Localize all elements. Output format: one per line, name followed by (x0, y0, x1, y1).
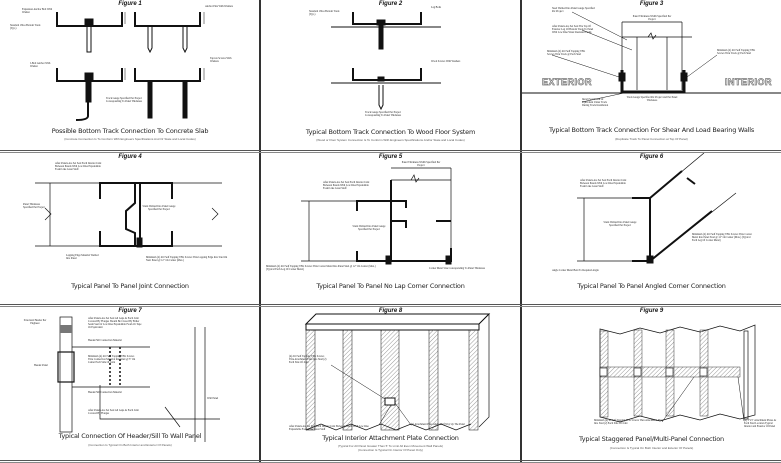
figure-caption: Possible Bottom Track Connection To Conc… (51, 127, 209, 135)
figure-label: Figure 6 (639, 154, 664, 160)
figure-label: Figure 5 (378, 154, 403, 160)
drawing-label: Minimum (2) #10 Self Tapping TEK Screws … (547, 50, 586, 56)
drawing-label: Panel Thickness Width Specified Per Proj… (632, 15, 672, 21)
drawing-label: (4) #10 Self Tapping TEK Screws Thru Att… (289, 355, 327, 364)
drawing-label: After Panels Are Set Seal All Gaps At Ea… (88, 409, 139, 415)
drawing-label: Header Panel (34, 364, 48, 367)
drawing-label: Track Gauge Specified Per Project Corres… (105, 97, 143, 103)
drawing-label: Studs Welded Into Panel Gauge Specified … (352, 225, 386, 231)
row-divider (0, 150, 781, 153)
drawing-label: Anchor Pins With Washers (205, 5, 233, 8)
drawing-label: Lag Bolts (431, 6, 442, 9)
figure-subcaption-line-2: (Connection Is Typical On Interior Of Pa… (358, 448, 423, 452)
figure-9-drawing (599, 324, 756, 423)
drawing-label: Minimum (4) #10 Self Tapping TEK Screws … (88, 355, 136, 364)
figure-subcaption: (Connection Is Typical On Both Interior … (609, 446, 694, 450)
figure-subcaption: (Duplicate Track To Panel Connection at … (615, 137, 688, 141)
drawing-label: Studs Welded Into Panel Gauge Specified … (142, 205, 176, 211)
drawing-label: Track Gauge Specified Per Project and Pe… (626, 96, 678, 102)
drawing-label: (2) 3"x5" Attachment Plates At Each Stud… (744, 419, 777, 428)
exterior-label: EXTERIOR (542, 77, 593, 88)
drawing-label: Panel Thickness Width Specified Per Proj… (401, 161, 441, 167)
drawing-label: Minimum (2) #10 Self Tapping TEK Screws … (146, 256, 228, 262)
figure-6-panel: Figure 6 After Panels Are Set Seal Each … (522, 153, 781, 303)
figure-1-drawing (56, 12, 205, 121)
drawing-label: Minimum (2) #10 Self Tapping TEK Screws … (692, 233, 752, 242)
figure-label: Figure 7 (118, 308, 142, 314)
figure-label: Figure 2 (378, 1, 403, 7)
row-divider (0, 304, 781, 307)
figure-7-panel: Figure 7 Structural Header Per Engineer … (0, 307, 260, 463)
drawing-label: Tapcon Screws With Washers (210, 57, 232, 63)
drawing-label: Studs Welded Into Panel Gauge Specified … (603, 221, 637, 227)
figure-label: Figure 1 (118, 1, 142, 7)
drawing-label: Steel Welded Into Panel Gauge Specified … (552, 7, 595, 13)
figure-9-panel: Figure 9 Minimum (4) #8 Self Tapping TEK… (522, 307, 781, 463)
drawing-label: Structural Header Per Engineer (23, 319, 47, 325)
drawing-label: Minimum (2) #10 Self Tapping TEK Screws … (266, 265, 376, 271)
drawing-label: Header/Sill Connection Material (88, 339, 122, 342)
drawing-label: Corner Metal Size Corresponding To Panel… (429, 267, 485, 270)
drawing-label: After Panels Are Set Seal Each Interior … (289, 425, 369, 431)
figure-label: Figure 8 (378, 308, 403, 314)
figure-2-panel: Figure 2 Standard 18Ga Bottom Track (Typ… (261, 0, 520, 150)
drawing-label: Expansion Anchor Bolt With Washer (22, 8, 53, 14)
figure-label: Figure 9 (639, 308, 664, 314)
drawing-label: Angle Corner Metal Bent To Required Angl… (552, 269, 599, 272)
figure-7-drawing (57, 316, 220, 442)
drawing-label: (1) Attachment Plate About Half Way Up T… (411, 423, 465, 426)
figure-subcaption: (Wood or Floor System Connection Is To C… (316, 138, 465, 142)
figure-caption: Typical Interior Attachment Plate Connec… (322, 434, 459, 442)
figure-8-drawing (304, 313, 491, 431)
figure-caption: Typical Bottom Track Connection To Wood … (305, 128, 476, 136)
figure-3-panel: Figure 3 Steel Welded Into Panel Gauge S… (522, 0, 781, 150)
figure-caption: Typical Panel To Panel Joint Connection (71, 282, 189, 290)
drawing-label: After Panels Are Set Seal Each Interior … (580, 179, 627, 188)
drawing-label: Standard 18Ga Bottom Track (Typ.) (309, 10, 340, 16)
figure-caption: Typical Panel To Panel No Lap Corner Con… (316, 282, 465, 290)
figure-caption: Typical Bottom Track Connection For Shea… (548, 126, 755, 134)
figure-label: Figure 4 (118, 154, 142, 160)
drawing-label: J-Bolt Anchor With Washer (30, 62, 51, 68)
drawing-label: After Panels Are Set Seal Each Interior … (323, 181, 370, 190)
figure-6-drawing (577, 153, 737, 264)
figure-4-drawing (35, 182, 222, 248)
drawing-label: Panel Thickness Specified Per Project (23, 203, 45, 209)
drawing-label: Wall Panel (207, 397, 219, 400)
figure-caption: Typical Panel To Panel Angled Corner Con… (577, 282, 726, 290)
drawing-label: Lapping Edge Material Welded Into Panel (66, 254, 99, 260)
drawing-label: Track Gauge Specified Per Project Corres… (364, 111, 402, 117)
figure-5-panel: Figure 5 After Panels Are Set Seal Each … (261, 153, 520, 303)
figure-subcaption: (Typical For All Panel Greater Than 5' T… (337, 444, 444, 448)
figure-3-drawing (522, 11, 781, 103)
column-divider (259, 0, 261, 463)
drawing-label: Header/Sill Connection Material (88, 391, 122, 394)
figure-caption: Typical Staggered Panel/Multi-Panel Conn… (579, 435, 724, 443)
drawing-label: After Panels Are Set Seal The Top Of Ext… (552, 25, 594, 34)
drawing-label: After Panels Are Set Seal All Gaps At Ea… (88, 317, 142, 329)
interior-label: INTERIOR (725, 77, 773, 88)
figure-4-panel: Figure 4 After Panels Are Set Seal Each … (0, 153, 260, 303)
drawing-label: After Panels Are Set Seal Each Interior … (55, 162, 102, 171)
figure-5-drawing (301, 167, 452, 265)
figure-2-drawing (331, 12, 441, 111)
figure-subcaption: (Concrete Connection Is To Conform With … (64, 137, 196, 141)
figure-label: Figure 3 (639, 1, 664, 7)
drawing-label: Standard 18Ga Bottom Track (Typ.) (10, 24, 41, 30)
figure-1-panel: Figure 1 Expansion Anchor Bolt With Wash… (0, 0, 260, 150)
drawing-label: Install Seal Foam Or Equivalent Under Tr… (582, 98, 609, 107)
figure-subcaption: (Connection Is Typical On Both Interior … (88, 443, 172, 447)
figure-caption: Typical Connection Of Header/Sill To Wal… (58, 432, 202, 440)
drawing-label: Minimum (4) #8 Self Tapping TEK Screws T… (594, 419, 664, 425)
drawing-label: Minimum (2) #10 Self Tapping TEK Screws … (717, 49, 756, 55)
drawing-label: Wood Screws With Washers (431, 60, 461, 63)
figure-8-panel: Figure 8 (4) #10 Self Tapping TEK Screws… (261, 307, 520, 463)
column-divider (520, 0, 522, 463)
